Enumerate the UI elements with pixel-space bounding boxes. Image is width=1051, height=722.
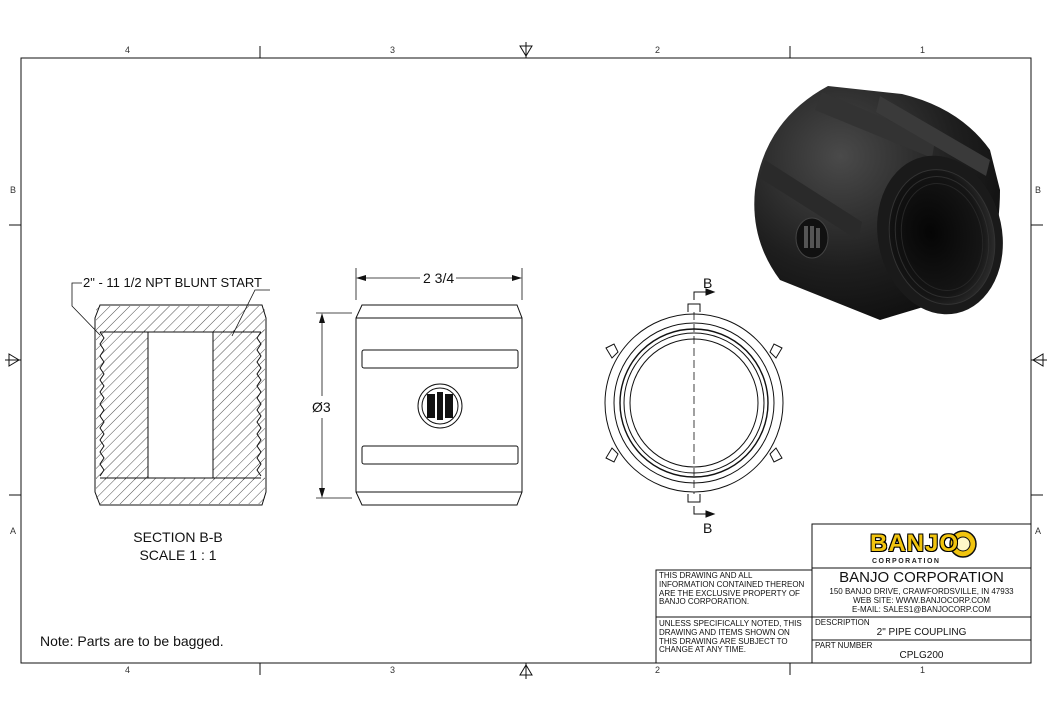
zone-col-3-top: 3 [390,45,396,55]
description-value: 2" PIPE COUPLING [876,627,967,638]
section-thread-right [256,331,262,477]
zone-col-3-bottom: 3 [390,665,396,675]
change-notice: UNLESS SPECIFICALLY NOTED, THIS DRAWING … [659,619,802,655]
length-dimension [355,268,523,300]
bagging-note: Note: Parts are to be bagged. [40,633,224,649]
section-thread-left [99,331,105,477]
zone-row-b-right: B [1035,185,1042,195]
title-block-frame [655,523,1032,664]
company-address: 150 BANJO DRIVE, CRAWFORDSVILLE, IN 4793… [829,587,1014,596]
zone-col-4-top: 4 [125,45,131,55]
section-hatch-right [213,330,265,480]
section-label-bottom: B [703,520,713,536]
zone-col-1-bottom: 1 [920,665,926,675]
zone-col-2-top: 2 [655,45,661,55]
section-hatch-top [96,306,265,332]
section-bore [147,331,214,479]
length-dimension-text: 2 3/4 [423,270,455,286]
diameter-dimension-text: Ø3 [312,399,331,415]
banjo-logo-subtext: CORPORATION [872,558,941,565]
side-rib-bottom [361,445,519,465]
company-web: WEB SITE: WWW.BANJOCORP.COM [853,596,990,605]
banjo-logo-text: BANJO [870,530,960,557]
section-hatch-left [96,330,148,480]
zone-row-a-left: A [10,526,17,536]
section-title: SECTION B-B [133,529,223,545]
zone-col-4-bottom: 4 [125,665,131,675]
company-name: BANJO CORPORATION [839,569,1004,586]
zone-row-a-right: A [1035,526,1042,536]
diameter-dimension [316,312,352,499]
coupling-3d-rendering [754,86,1003,320]
zone-col-1-top: 1 [920,45,926,55]
description-label: DESCRIPTION [815,618,870,627]
section-scale: SCALE 1 : 1 [139,547,217,563]
thread-callout-leader [71,282,101,336]
side-rib-top [361,349,519,369]
end-view [604,288,784,518]
company-email: E-MAIL: SALES1@BANJOCORP.COM [851,605,992,614]
banjo-logo-mark [949,530,977,558]
end-lug [605,343,619,359]
side-view [316,268,523,506]
section-view [71,282,270,506]
section-hatch-bottom [96,478,265,504]
centering-marks [5,42,1047,679]
section-label-top: B [703,275,713,291]
thread-callout: 2" - 11 1/2 NPT BLUNT START [83,275,262,290]
zone-col-2-bottom: 2 [655,665,661,675]
part-number-label: PART NUMBER [815,641,873,650]
property-notice: THIS DRAWING AND ALL INFORMATION CONTAIN… [659,571,805,607]
zone-row-b-left: B [10,185,17,195]
side-logo-badge [417,383,463,429]
part-number-value: CPLG200 [899,650,944,661]
